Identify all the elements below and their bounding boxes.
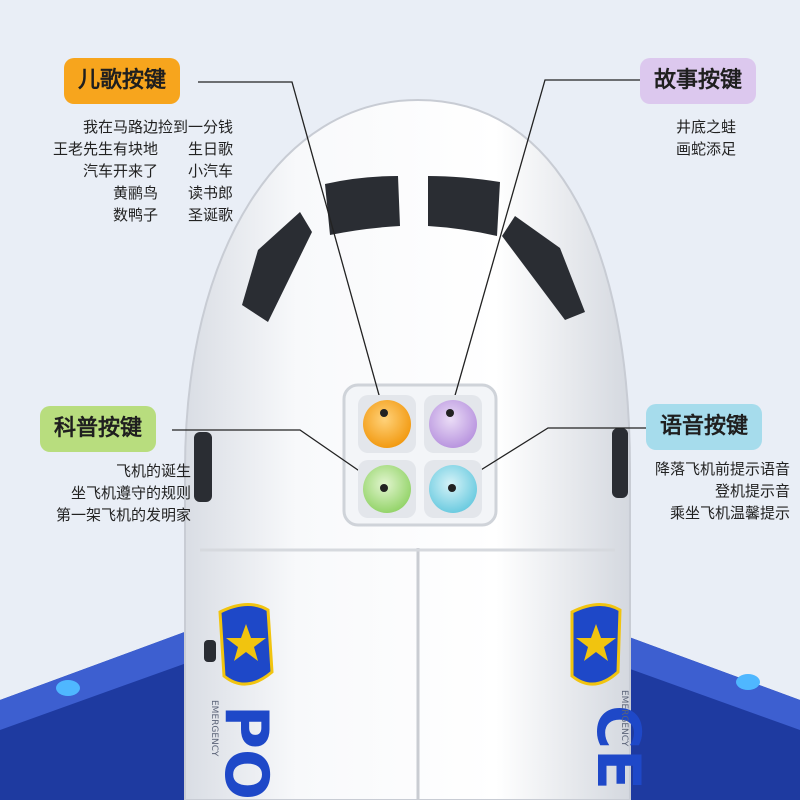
- side-window-left: [194, 432, 212, 502]
- fuselage-letters-right: CE: [583, 705, 653, 790]
- list-item: 第一架飞机的发明家: [55, 506, 191, 524]
- story-label: 故事按键: [640, 58, 757, 104]
- police-badge-icon: [570, 603, 622, 686]
- list-item: 降落飞机前提示语音: [654, 460, 790, 478]
- fuselage-small-right: EMERGENCY: [619, 690, 629, 747]
- list-item: 乘坐飞机温馨提示: [669, 504, 790, 522]
- list-item: 画蛇添足: [676, 140, 737, 158]
- star-icon: [576, 624, 616, 661]
- fuselage-letters-left: PO: [211, 705, 281, 800]
- story-button[interactable]: [424, 395, 482, 453]
- list-item: 黄鹂鸟读书郎: [112, 184, 233, 202]
- list-item: 数鸭子圣诞歌: [112, 206, 233, 224]
- voice-prompt-list: 降落飞机前提示语音 登机提示音 乘坐飞机温馨提示: [628, 458, 790, 524]
- nursery-song-label: 儿歌按键: [64, 58, 181, 104]
- cockpit-window-center-left: [325, 176, 400, 235]
- list-item: 王老先生有块地生日歌: [52, 140, 233, 158]
- nursery-song-list: 我在马路边捡到一分钱 王老先生有块地生日歌 汽车开来了小汽车 黄鹂鸟读书郎 数鸭…: [18, 116, 233, 226]
- right-wing: [585, 630, 800, 800]
- list-item: 飞机的诞生: [115, 462, 191, 480]
- list-item: 井底之蛙: [676, 118, 737, 136]
- police-badge-icon: [218, 603, 274, 686]
- list-item: 我在马路边捡到一分钱: [82, 118, 233, 136]
- voice-label: 语音按键: [646, 404, 763, 450]
- cockpit-window-right: [502, 216, 585, 320]
- left-wing: [0, 630, 215, 800]
- science-button[interactable]: [358, 460, 416, 518]
- nursery-song-button[interactable]: [358, 395, 416, 453]
- science-label: 科普按键: [40, 406, 157, 452]
- fuselage-small-left: EMERGENCY: [209, 700, 219, 757]
- cockpit-window-left: [242, 212, 312, 322]
- left-wing-light: [56, 680, 80, 696]
- list-item: 坐飞机遵守的规则: [70, 484, 191, 502]
- right-wing-light: [736, 674, 760, 690]
- cockpit-window-center-right: [428, 176, 500, 236]
- side-window-right: [612, 428, 628, 498]
- story-list: 井底之蛙 画蛇添足: [676, 116, 736, 160]
- star-icon: [226, 624, 266, 661]
- list-item: 汽车开来了小汽车: [82, 162, 233, 180]
- voice-button[interactable]: [424, 460, 482, 518]
- list-item: 登机提示音: [714, 482, 790, 500]
- science-topic-list: 飞机的诞生 坐飞机遵守的规则 第一架飞机的发明家: [16, 460, 191, 526]
